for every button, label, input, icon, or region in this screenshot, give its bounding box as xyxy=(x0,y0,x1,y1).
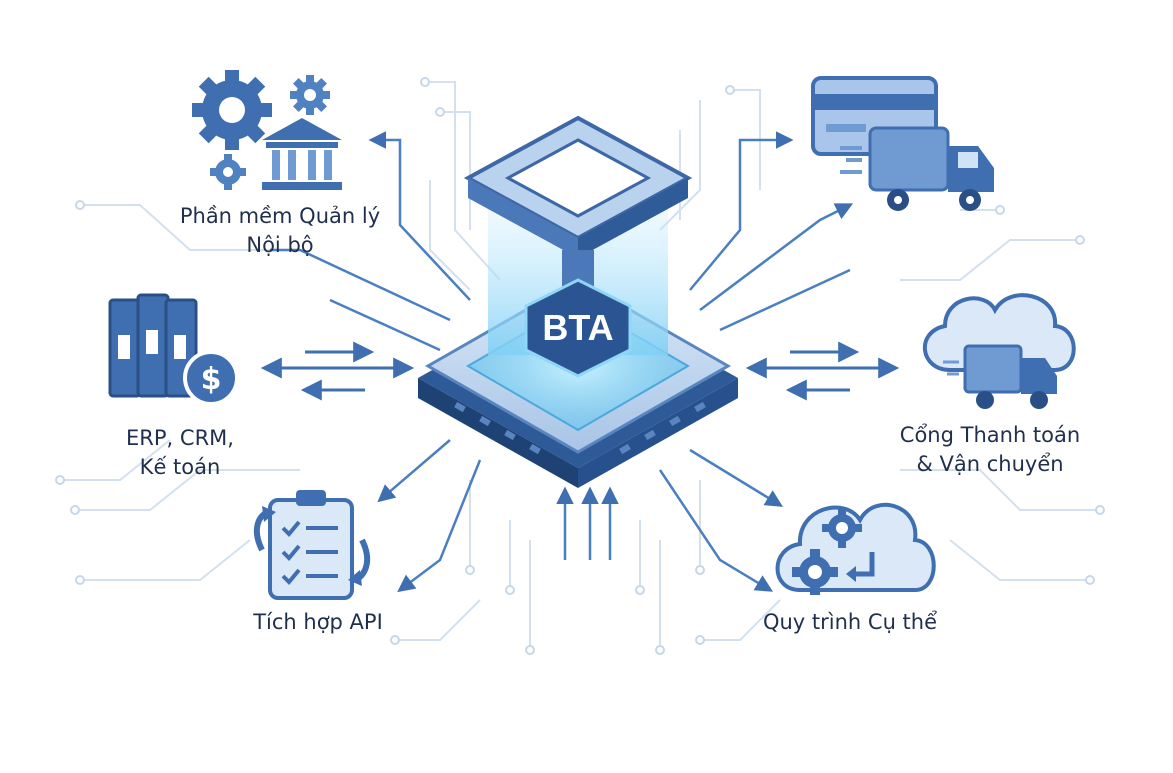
svg-text:$: $ xyxy=(201,362,222,397)
payment-line1: Cổng Thanh toán xyxy=(899,423,1081,447)
payment-line2: & Vận chuyển xyxy=(916,452,1064,476)
process-line1: Quy trình Cụ thể xyxy=(762,610,938,634)
chip-connectors xyxy=(270,131,854,593)
internal-software-line2: Nội bộ xyxy=(246,233,314,257)
internal-software-label: Phần mềm Quản lý Nội bộ xyxy=(150,202,410,260)
binders-dollar-icon: $ xyxy=(108,293,239,406)
payment-shipping-label: Cổng Thanh toán & Vận chuyển xyxy=(870,421,1110,479)
internal-software-line1: Phần mềm Quản lý xyxy=(179,204,381,228)
erp-line1: ERP, CRM, xyxy=(126,426,234,450)
clipboard-checklist-icon xyxy=(253,490,371,600)
circuit-dots xyxy=(55,77,1105,655)
cloud-gears-icon xyxy=(775,502,936,595)
exchange-arrows xyxy=(260,341,900,401)
circuit-traces xyxy=(60,81,1100,650)
cloud-truck-icon xyxy=(923,293,1076,409)
api-line1: Tích hợp API xyxy=(253,610,383,634)
process-label: Quy trình Cụ thể xyxy=(730,608,970,637)
frame-structure xyxy=(463,115,693,310)
erp-line2: Kế toán xyxy=(139,455,221,479)
gears-bank-icon xyxy=(192,70,342,190)
api-label: Tích hợp API xyxy=(218,608,418,637)
hub-label: BTA xyxy=(542,307,613,348)
card-truck-icon xyxy=(811,76,994,211)
erp-label: ERP, CRM, Kế toán xyxy=(100,424,260,482)
bta-chip: BTA xyxy=(418,115,738,488)
